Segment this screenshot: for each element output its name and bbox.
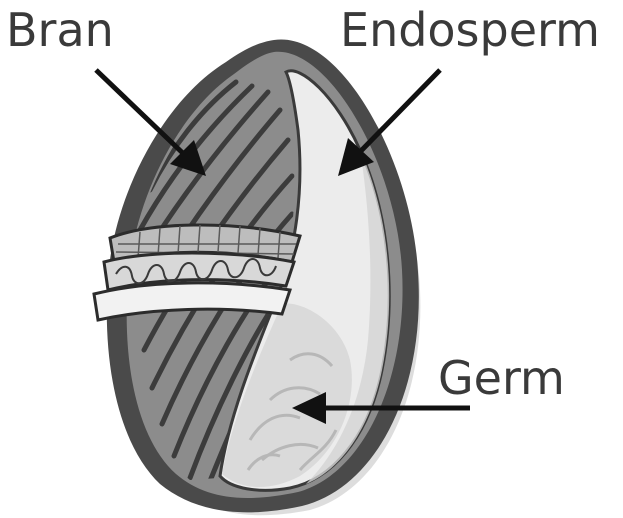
endosperm-label: Endosperm bbox=[340, 3, 600, 57]
bran-label: Bran bbox=[6, 3, 114, 57]
peeled-bran-strip bbox=[94, 225, 300, 320]
germ-label: Germ bbox=[438, 351, 565, 405]
